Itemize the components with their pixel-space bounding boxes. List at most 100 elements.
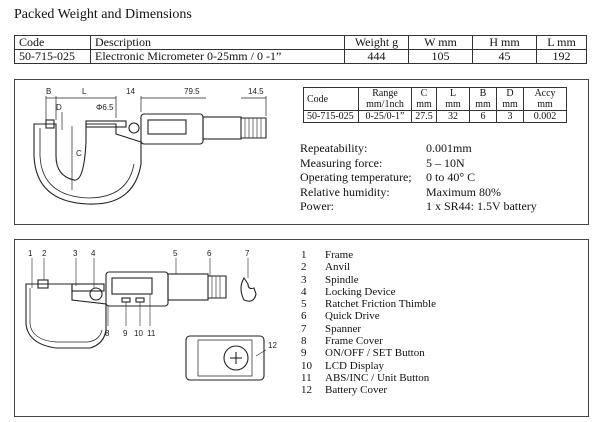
spec-label: Repeatability:: [300, 141, 368, 155]
dimensions-panel: [14, 79, 589, 225]
part-name: Ratchet Friction Thimble: [325, 298, 436, 311]
dims-header-l-l1: L: [449, 88, 457, 99]
dim-label-79-5: 79.5: [184, 87, 200, 96]
spec-value: 0.001mm: [426, 141, 472, 155]
spec-row: Relative humidity: Maximum 80%: [300, 185, 537, 200]
spec-label: Operating temperature;: [300, 170, 412, 184]
dims-header-c-l2: mm: [416, 99, 432, 110]
spec-row: Power: 1 x SR44: 1.5V battery: [300, 199, 537, 214]
specifications-list: Repeatability: 0.001mm Measuring force: 5 …: [300, 141, 537, 214]
packed-data-row: 50-715-025 Electronic Micrometer 0-25mm …: [14, 49, 587, 64]
part-callout-2: 2: [42, 249, 47, 258]
dim-label-d: D: [56, 103, 62, 112]
part-callout-8: 8: [105, 329, 110, 338]
part-name: Anvil: [325, 261, 351, 274]
part-name: Frame Cover: [325, 335, 383, 348]
dim-label-14: 14: [126, 87, 135, 96]
dims-accy: 0.002: [523, 110, 567, 123]
packed-l: 192: [536, 49, 587, 64]
part-number: 7: [301, 322, 307, 335]
parts-panel: [14, 239, 589, 417]
dims-b: 6: [469, 110, 497, 123]
part-number: 3: [301, 273, 307, 286]
dims-header-code: Code: [303, 87, 359, 111]
spec-value: 0 to 40° C: [426, 170, 476, 184]
part-callout-3: 3: [73, 249, 78, 258]
dims-header-d-l2: mm: [502, 99, 518, 110]
spec-value: Maximum 80%: [426, 184, 501, 199]
dims-header-l-l2: mm: [445, 99, 461, 110]
dim-label-l: L: [82, 87, 87, 96]
packed-weight: 444: [344, 49, 409, 64]
spec-label: Power:: [300, 199, 334, 213]
spec-value: 5 – 10N: [426, 155, 465, 170]
micrometer-dimension-drawing: B L D Φ6.5 14 79.5 14.5 C: [33, 87, 267, 205]
part-name: ON/OFF / SET Button: [325, 347, 425, 360]
spec-row: Operating temperature; 0 to 40° C: [300, 170, 537, 185]
part-callout-4: 4: [91, 249, 96, 258]
part-callout-11: 11: [147, 329, 156, 338]
dims-header-accy-l1: Accy: [534, 88, 556, 99]
spec-value: 1 x SR44: 1.5V battery: [426, 199, 537, 213]
part-callout-5: 5: [173, 249, 178, 258]
packed-header-row: Code Description Weight g W mm H mm L mm: [14, 35, 587, 50]
packed-header-h: H mm: [472, 35, 537, 50]
dims-code: 50-715-025: [303, 110, 359, 123]
dims-header-b-l1: B: [479, 88, 487, 99]
dim-label-phi: Φ6.5: [96, 103, 114, 112]
packed-header-description: Description: [90, 35, 345, 50]
part-name: Spanner: [325, 322, 362, 335]
part-number: 6: [301, 310, 307, 323]
spec-row: Measuring force: 5 – 10N: [300, 156, 537, 171]
dims-header-d-l1: D: [506, 88, 514, 99]
part-name: Frame: [325, 249, 354, 261]
part-name: ABS/INC / Unit Button: [325, 371, 430, 384]
spec-label: Relative humidity:: [300, 184, 390, 199]
part-callout-1: 1: [28, 249, 33, 258]
dims-header-c-l1: C: [420, 88, 428, 99]
dims-header-b-l2: mm: [475, 99, 491, 110]
packed-code: 50-715-025: [14, 49, 91, 64]
part-row: 4 Locking Device: [301, 286, 436, 298]
part-number: 1: [301, 249, 307, 261]
packed-header-w: W mm: [408, 35, 473, 50]
part-name: Quick Drive: [325, 310, 380, 323]
packed-table: Code Description Weight g W mm H mm L mm…: [14, 35, 587, 64]
dims-d: 3: [496, 110, 524, 123]
part-callout-12: 12: [268, 341, 277, 350]
part-number: 12: [301, 384, 312, 397]
part-row: 6 Quick Drive: [301, 310, 436, 322]
part-number: 5: [301, 298, 307, 311]
part-name: Locking Device: [325, 285, 396, 298]
part-row: 8 Frame Cover: [301, 335, 436, 347]
part-row: 5 Ratchet Friction Thimble: [301, 298, 436, 310]
page-title: Packed Weight and Dimensions: [14, 7, 192, 22]
part-number: 4: [301, 285, 307, 298]
dims-header-accy-l2: mm: [537, 99, 553, 110]
packed-w: 105: [408, 49, 473, 64]
part-number: 10: [301, 359, 312, 372]
dims-c: 27.5: [411, 110, 437, 123]
part-number: 8: [301, 335, 307, 348]
dims-header-code-l1: Code: [307, 93, 329, 105]
spec-label: Measuring force:: [300, 155, 383, 170]
part-callout-6: 6: [207, 249, 212, 258]
part-row: 1 Frame: [301, 249, 436, 261]
part-number: 9: [301, 347, 307, 360]
part-number: 11: [301, 371, 312, 384]
dims-l: 32: [436, 110, 470, 123]
packed-header-weight: Weight g: [344, 35, 409, 50]
part-callout-9: 9: [123, 329, 128, 338]
